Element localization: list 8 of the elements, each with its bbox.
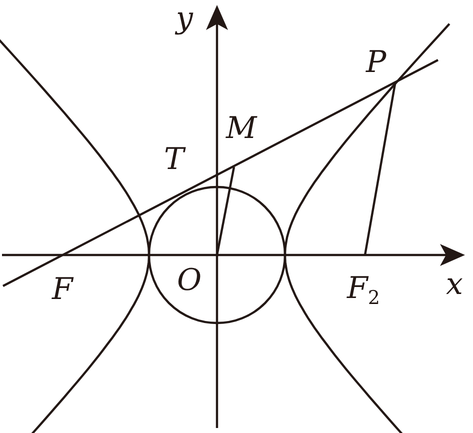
- point-label: P: [366, 48, 386, 78]
- axis-label: y: [176, 4, 193, 34]
- point-label: O: [177, 266, 202, 296]
- point-label: T: [164, 145, 184, 175]
- point-label: M: [226, 114, 257, 144]
- axis-label: x: [446, 270, 463, 300]
- point-label: F$_{2}$: [347, 274, 380, 304]
- point-label: F: [52, 275, 73, 305]
